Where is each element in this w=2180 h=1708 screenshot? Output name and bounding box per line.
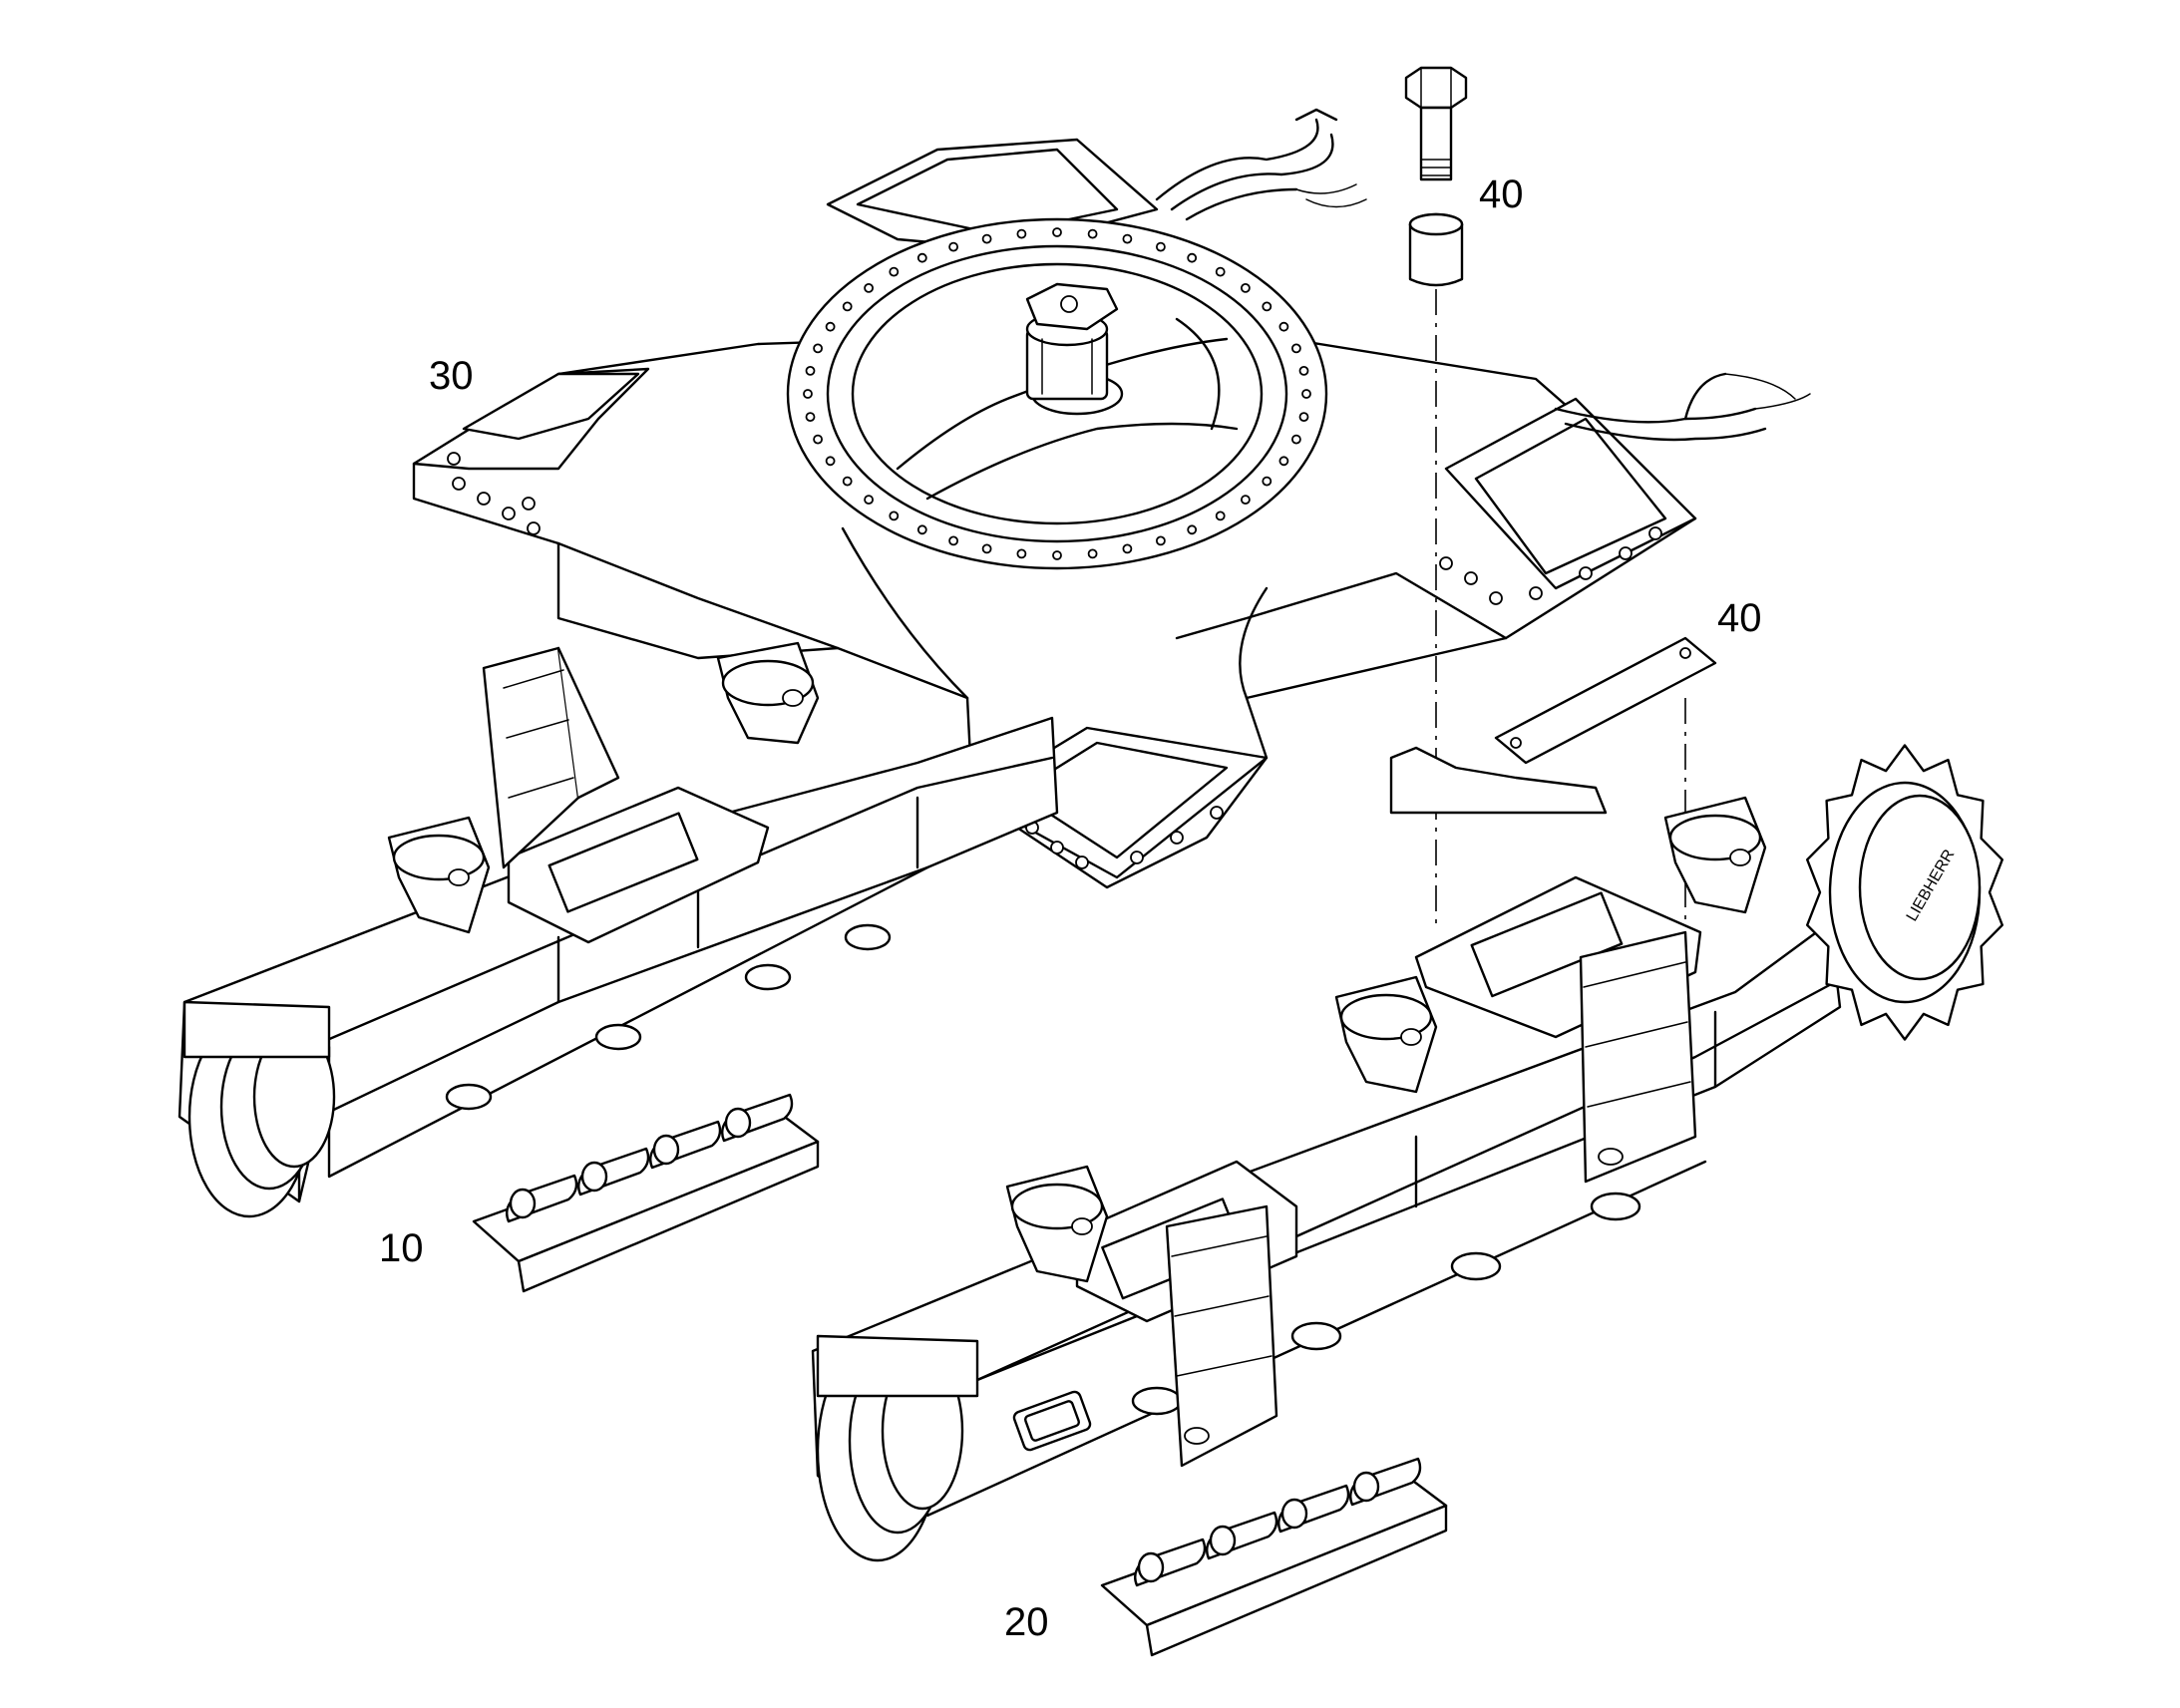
bolt-hole [1215,266,1226,277]
bolt-hole [813,434,823,445]
bolt-hole [825,456,836,467]
right-guide-plate-front [1165,1204,1278,1468]
left-carrier-roller-b [716,641,820,745]
bolt-hole [948,535,958,546]
bolt-hole [842,301,853,312]
bolt-hole [803,389,813,399]
bolt-hole [1156,535,1166,546]
right-carrier-roller-c [1663,796,1767,914]
slewing-ring-bolt-holes [803,227,1311,560]
track-chain-right [1100,1457,1448,1657]
bolt-hole [889,511,900,521]
right-guide-plate-rear [1579,930,1697,1184]
bolt-hole [1262,301,1272,312]
bolt-hole [1156,241,1166,252]
callout-chain-left: 10 [379,1226,424,1270]
bolt-hole [1241,495,1251,506]
bolt-hole [842,476,853,487]
left-top-plate [507,786,770,944]
hydraulic-hoses-right [1554,372,1811,442]
chain-pin [1352,1471,1380,1503]
chain-pin [580,1161,608,1193]
bolt-hole [1016,228,1027,239]
chain-pin [509,1188,537,1219]
bolt-hole [1052,550,1062,560]
bolt-hole [1122,543,1133,554]
bolt-hole [948,241,958,252]
mounting-plate [1389,636,1717,815]
chain-pin [724,1107,752,1139]
bolt-hole [805,412,816,423]
bolt-hole [1016,548,1027,559]
callout-fastener-right: 40 [1717,596,1762,640]
callout-chain-right: 20 [1004,1600,1049,1644]
bolt-hole [1301,389,1311,399]
bolt-hole [1087,548,1098,559]
bolt-hole [813,343,823,354]
chain-pin [1280,1498,1308,1530]
bolt-hole [1291,434,1301,445]
bolt-hole [805,365,816,376]
left-guide-plate [482,646,620,869]
bolt-hole [1087,228,1098,239]
bolt-hole [981,233,992,244]
bolt-hole [825,321,836,332]
frame-bolt-holes [447,452,1662,869]
central-frame [412,138,1697,889]
bolt-hole [916,524,927,535]
bolt-hole [889,266,900,277]
bolt-hole [1278,321,1289,332]
right-carrier-roller-b [1334,975,1438,1094]
right-idler-wheel [816,1334,979,1562]
callout-fastener-top: 40 [1479,172,1524,216]
left-idler-wheel [182,1000,336,1218]
left-crawler-side-frame [178,716,1059,1203]
spacer-sleeve [1408,212,1464,287]
bolt-assembly [1404,66,1468,181]
bolt-hole [1122,233,1133,244]
bolt-hole [981,543,992,554]
bolt-hole [1241,282,1251,293]
bolt-hole [1187,524,1198,535]
right-carrier-roller-a [1005,1165,1109,1283]
callout-frame: 30 [429,354,474,398]
hydraulic-hoses-top [1155,108,1367,221]
bolt-hole [916,252,927,263]
bolt-hole [864,495,874,506]
bolt-hole [1291,343,1301,354]
drive-sprocket: LIEBHERR [1806,744,2003,1041]
bolt-hole [1187,252,1198,263]
bolt-hole [1215,511,1226,521]
bolt-hole [1278,456,1289,467]
bolt-hole [864,282,874,293]
chain-pin [652,1134,680,1166]
track-chain-left [472,1093,820,1293]
bolt-hole [1052,227,1062,237]
chain-pin [1209,1525,1237,1556]
bolt-hole [1262,476,1272,487]
bolt-hole [1298,365,1309,376]
rotary-joint [1025,282,1124,416]
bolt-hole [1298,412,1309,423]
left-carrier-roller-a [387,816,491,934]
chain-pin [1137,1551,1165,1583]
